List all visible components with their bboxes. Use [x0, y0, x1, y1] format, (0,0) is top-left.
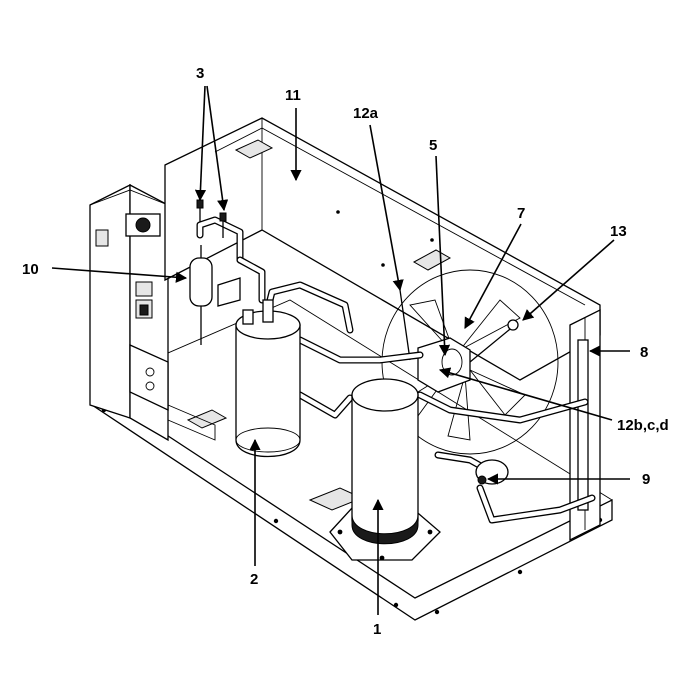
refrigerant-piping — [196, 199, 596, 524]
callout-8: 8 — [640, 344, 648, 361]
callout-13: 13 — [610, 223, 627, 240]
callout-9: 9 — [642, 471, 650, 488]
callout-2: 2 — [250, 571, 258, 588]
callout-1: 1 — [373, 621, 381, 638]
condenser-coil-box — [164, 117, 601, 381]
callout-5: 5 — [429, 137, 437, 154]
callout-7: 7 — [517, 205, 525, 222]
service-valve — [475, 459, 509, 485]
callout-12bcd: 12b,c,d — [617, 417, 669, 434]
callout-3: 3 — [196, 65, 204, 82]
compressor — [329, 378, 441, 561]
fan-motor — [399, 289, 516, 393]
receiver-tank — [235, 299, 301, 458]
right-end-frame — [569, 308, 601, 542]
callout-labels: 3 11 12a 5 7 13 10 8 12b,c,d 9 2 1 — [22, 65, 669, 638]
pressure-switch — [507, 319, 519, 331]
callout-10: 10 — [22, 261, 39, 278]
leader-lines — [51, 85, 630, 615]
control-panel — [89, 183, 216, 442]
filter-drier — [189, 245, 241, 345]
callout-12a: 12a — [353, 105, 379, 122]
callout-11: 11 — [285, 87, 301, 104]
